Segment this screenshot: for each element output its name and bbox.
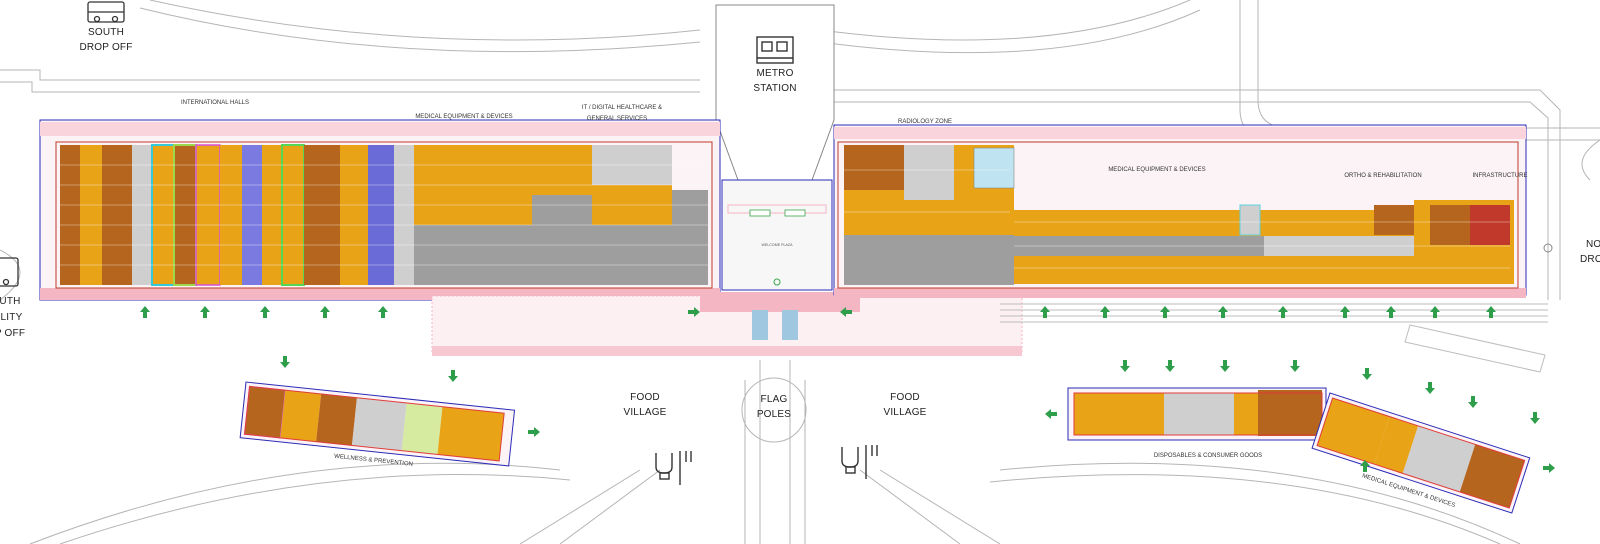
- entrance-arrow-icon: [320, 306, 330, 318]
- entrance-arrow-icon: [528, 427, 540, 437]
- metro-train-icon: [756, 36, 794, 64]
- zone-it-digital-line2: GENERAL SERVICES: [587, 116, 647, 122]
- food-village-label-1: FOOD: [890, 392, 920, 403]
- entrance-arrow-icon: [378, 306, 388, 318]
- south-drop-label-2: DROP OFF: [79, 42, 132, 53]
- entrance-arrow-icon: [280, 356, 290, 368]
- food-cutlery-icon: [655, 451, 692, 485]
- west-hall-building[interactable]: [39, 119, 721, 301]
- entrance-arrow-icon: [140, 306, 150, 318]
- food-village-west[interactable]: FOOD VILLAGE: [623, 392, 692, 485]
- zone-radiology: RADIOLOGY ZONE: [898, 119, 952, 125]
- south-drop-off[interactable]: SOUTH DROP OFF: [79, 1, 132, 53]
- north-drop-off[interactable]: NO DRO: [1580, 239, 1600, 265]
- mobility-drop-off[interactable]: UTH ILITY P OFF: [0, 257, 25, 339]
- entrance-arrow-icon: [1468, 396, 1478, 408]
- flag-poles-label-2: POLES: [757, 409, 791, 420]
- food-village-label-2: VILLAGE: [623, 407, 666, 418]
- flag-poles[interactable]: FLAG POLES: [741, 377, 807, 443]
- entrance-arrow-icon: [1120, 360, 1130, 372]
- entrance-arrow-icon: [1045, 409, 1057, 419]
- entrance-arrow-icon: [260, 306, 270, 318]
- entrance-arrow-icon: [1100, 306, 1110, 318]
- mobility-label-1: UTH: [0, 296, 21, 307]
- entrance-arrow-icon: [1340, 306, 1350, 318]
- entrance-arrow-icon: [1360, 460, 1370, 472]
- entrance-arrow-icon: [1430, 306, 1440, 318]
- south-drop-label-1: SOUTH: [88, 27, 124, 38]
- entrance-arrow-icon: [1290, 360, 1300, 372]
- east-hall-building[interactable]: [833, 124, 1553, 298]
- entrance-arrow-icon: [1278, 306, 1288, 318]
- entrance-arrow-icon: [1486, 306, 1496, 318]
- food-cutlery-icon: [841, 445, 878, 479]
- wellness-arrows: [280, 356, 540, 437]
- zone-medical-equipment-east: MEDICAL EQUIPMENT & DEVICES: [1108, 167, 1205, 173]
- entrance-arrow-icon: [1425, 382, 1435, 394]
- bus-icon: [0, 257, 19, 287]
- zone-medical-equipment-west: MEDICAL EQUIPMENT & DEVICES: [415, 114, 512, 120]
- zone-disposables: DISPOSABLES & CONSUMER GOODS: [1154, 453, 1262, 459]
- welcome-plaza-label: WELCOME PLAZA: [762, 243, 794, 247]
- entrance-arrow-icon: [688, 307, 700, 317]
- north-drop-label-1: NO: [1586, 239, 1600, 250]
- food-village-label-1: FOOD: [630, 392, 660, 403]
- east-walkway: [1000, 303, 1548, 373]
- entrance-arrow-icon: [200, 306, 210, 318]
- entrance-arrow-icon: [1220, 360, 1230, 372]
- north-drop-label-2: DRO: [1580, 254, 1600, 265]
- medical-equipment-pavilion[interactable]: MEDICAL EQUIPMENT & DEVICES: [1308, 392, 1531, 526]
- welcome-plaza[interactable]: WELCOME PLAZA: [721, 179, 833, 291]
- entrance-arrow-icon: [448, 370, 458, 382]
- east-pavilion-arrows: [1045, 360, 1555, 473]
- zone-labels: INTERNATIONAL HALLS MEDICAL EQUIPMENT & …: [181, 100, 1528, 179]
- bus-icon: [87, 1, 125, 23]
- entrance-arrow-icon: [1543, 463, 1555, 473]
- mobility-label-3: P OFF: [0, 328, 25, 339]
- entrance-arrow-icon: [1160, 306, 1170, 318]
- flag-poles-label-1: FLAG: [761, 394, 788, 405]
- metro-label-line1: METRO: [756, 68, 793, 79]
- disposables-pavilion[interactable]: DISPOSABLES & CONSUMER GOODS: [1067, 387, 1327, 459]
- entrance-arrow-icon: [1530, 412, 1540, 424]
- metro-label-line2: STATION: [753, 83, 796, 94]
- food-village-label-2: VILLAGE: [883, 407, 926, 418]
- zone-international-halls: INTERNATIONAL HALLS: [181, 100, 249, 106]
- mobility-label-2: ILITY: [0, 312, 23, 323]
- metro-station[interactable]: METRO STATION: [715, 4, 835, 181]
- entrance-arrow-icon: [1040, 306, 1050, 318]
- zone-infrastructure: INFRASTRUCTURE: [1473, 173, 1528, 179]
- south-service-band: [431, 292, 1023, 356]
- wellness-pavilion[interactable]: WELLNESS & PREVENTION: [239, 381, 516, 478]
- zone-ortho: ORTHO & REHABILITATION: [1344, 173, 1421, 179]
- entrance-arrow-icon: [1218, 306, 1228, 318]
- entrance-arrow-icon: [1362, 368, 1372, 380]
- entrance-arrows: [140, 306, 1496, 318]
- entrance-arrow-icon: [1165, 360, 1175, 372]
- entrance-arrow-icon: [840, 307, 852, 317]
- entrance-arrow-icon: [1386, 306, 1396, 318]
- food-village-east[interactable]: FOOD VILLAGE: [841, 392, 927, 479]
- zone-it-digital-line1: IT / DIGITAL HEALTHCARE &: [582, 105, 662, 111]
